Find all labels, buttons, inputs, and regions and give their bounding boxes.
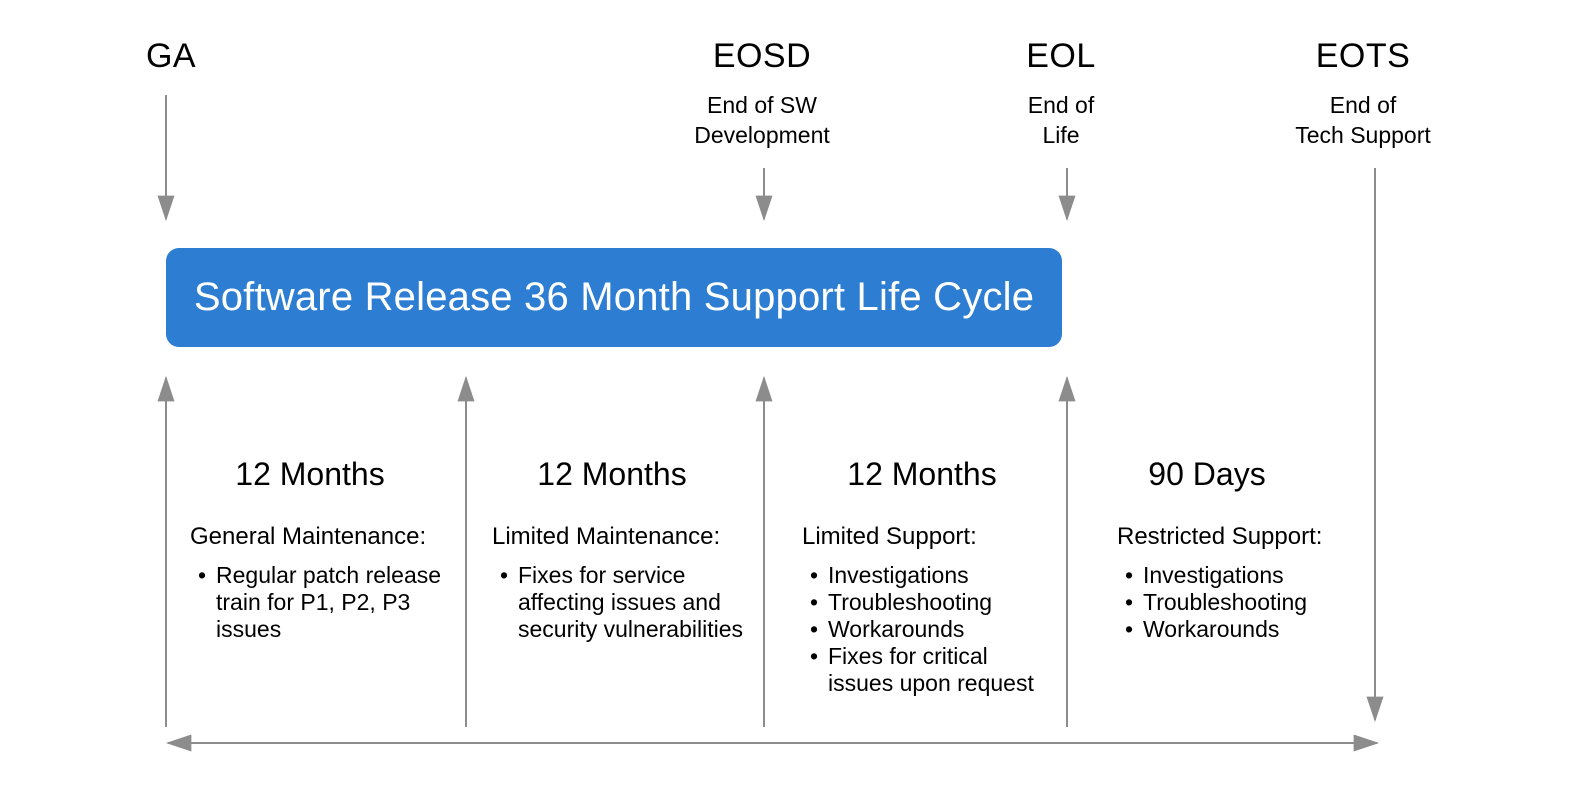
milestone-ga-abbr: GA — [145, 37, 197, 75]
phase-restricted-support: 90 Days Restricted Support: Investigatio… — [1117, 456, 1323, 643]
milestone-eosd-description: End of SW Development — [694, 92, 830, 148]
milestone-eosd-abbr: EOSD — [712, 37, 812, 75]
phase-category: Limited Maintenance: — [492, 523, 721, 550]
milestone-eosd: EOSD End of SW Development — [694, 36, 830, 150]
phase-category: Restricted Support: — [1117, 523, 1323, 550]
phase-limited-support: 12 Months Limited Support: Investigation… — [802, 456, 1042, 697]
bullet-item: Fixes for service affecting issues and s… — [500, 562, 743, 643]
bullet-item: Fixes for critical issues upon request — [810, 643, 1042, 697]
milestone-ga: GA — [146, 36, 196, 90]
milestone-eol: EOL End of Life — [1026, 36, 1096, 150]
phase-bullet-list: Fixes for service affecting issues and s… — [492, 562, 743, 643]
phase-duration: 12 Months — [537, 456, 687, 492]
milestone-eol-description: End of Life — [1027, 92, 1095, 148]
phase-general-maintenance: 12 Months General Maintenance: Regular p… — [190, 456, 441, 643]
support-lifecycle-banner: Software Release 36 Month Support Life C… — [166, 248, 1062, 347]
milestone-eots-description: End of Tech Support — [1295, 92, 1431, 148]
support-lifecycle-banner-label: Software Release 36 Month Support Life C… — [193, 275, 1035, 319]
phase-duration: 12 Months — [235, 456, 385, 492]
bullet-item: Investigations — [1125, 562, 1297, 589]
bullet-item: Regular patch release train for P1, P2, … — [198, 562, 441, 643]
milestone-eots: EOTS End of Tech Support — [1295, 36, 1431, 150]
bullet-item: Workarounds — [1125, 616, 1297, 643]
milestone-eol-abbr: EOL — [1026, 37, 1096, 75]
phase-bullet-list: Investigations Troubleshooting Workaroun… — [1117, 562, 1307, 643]
bullet-item: Investigations — [810, 562, 1042, 589]
phase-category: Limited Support: — [802, 523, 977, 550]
phase-duration: 12 Months — [847, 456, 997, 492]
bullet-item: Troubleshooting — [1125, 589, 1307, 616]
phase-bullet-list: Investigations Troubleshooting Workaroun… — [802, 562, 1042, 697]
phase-category: General Maintenance: — [190, 523, 427, 550]
phase-limited-maintenance: 12 Months Limited Maintenance: Fixes for… — [492, 456, 743, 643]
bullet-item: Workarounds — [810, 616, 1042, 643]
bullet-item: Troubleshooting — [810, 589, 1042, 616]
phase-bullet-list: Regular patch release train for P1, P2, … — [190, 562, 441, 643]
phase-duration: 90 Days — [1148, 456, 1266, 492]
milestone-eots-abbr: EOTS — [1315, 37, 1411, 75]
